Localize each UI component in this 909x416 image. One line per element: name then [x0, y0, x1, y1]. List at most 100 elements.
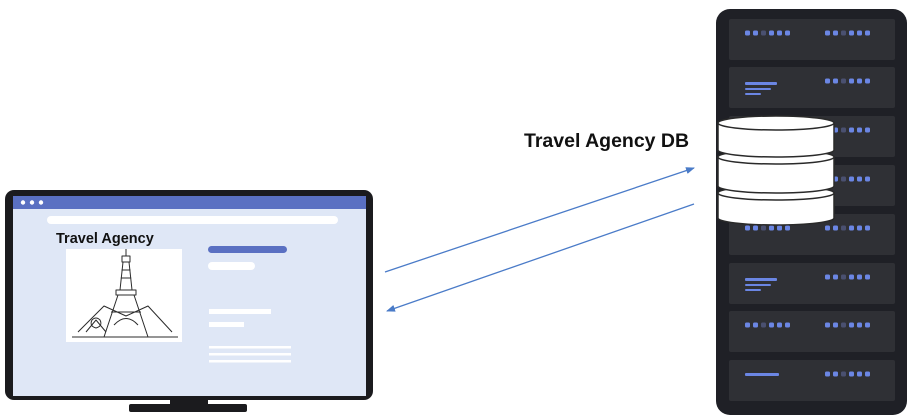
request-arrow: [384, 167, 695, 273]
server-slot: [729, 67, 895, 108]
server-led: [769, 322, 774, 328]
client-monitor: [5, 190, 373, 412]
server-led: [849, 322, 854, 328]
server-led: [865, 30, 870, 36]
server-led: [841, 30, 846, 36]
server-led: [769, 225, 774, 231]
server-led: [833, 225, 838, 231]
server-led: [777, 322, 782, 328]
server-led: [865, 274, 870, 280]
server-led: [841, 322, 846, 328]
server-led: [857, 78, 862, 84]
server-label-line: [745, 93, 761, 95]
server-led: [865, 127, 870, 133]
server-label-line: [745, 284, 771, 286]
server-led: [857, 127, 862, 133]
server-led: [865, 322, 870, 328]
server-slot: [729, 263, 895, 304]
eiffel-tower-icon: [72, 249, 178, 338]
content-heading-bar: [208, 246, 287, 253]
server-led: [849, 30, 854, 36]
server-led: [849, 371, 854, 377]
server-led: [857, 322, 862, 328]
content-line-2: [209, 322, 244, 327]
monitor-neck: [170, 400, 208, 404]
response-arrow: [386, 203, 695, 312]
server-led: [865, 78, 870, 84]
server-led: [825, 322, 830, 328]
server-led: [769, 30, 774, 36]
window-dot-1: [20, 200, 26, 205]
server-led: [745, 322, 750, 328]
server-led: [841, 78, 846, 84]
db-segment-middle: [717, 156, 835, 194]
content-line-4: [209, 353, 291, 356]
content-line-1: [209, 309, 271, 314]
server-led: [833, 78, 838, 84]
database-cylinder-icon: [717, 115, 835, 226]
db-segment-bottom: [717, 192, 835, 226]
server-led: [825, 30, 830, 36]
server-led: [825, 225, 830, 231]
server-led: [865, 176, 870, 182]
website-label: Travel Agency: [56, 231, 154, 247]
server-led: [833, 322, 838, 328]
server-led: [753, 30, 758, 36]
db-top-cap: [717, 115, 835, 131]
server-led: [745, 30, 750, 36]
server-led: [857, 274, 862, 280]
server-led: [833, 30, 838, 36]
server-label-line: [745, 88, 771, 90]
server-led: [753, 225, 758, 231]
content-subheading-bar: [208, 262, 255, 270]
content-line-3: [209, 346, 291, 349]
server-led: [841, 371, 846, 377]
server-led: [761, 322, 766, 328]
monitor-screen: [13, 196, 366, 396]
server-led: [841, 225, 846, 231]
window-dot-3: [38, 200, 44, 205]
server-led: [841, 274, 846, 280]
server-led: [849, 274, 854, 280]
server-slots: [729, 19, 895, 401]
server-led: [833, 371, 838, 377]
server-label-line: [745, 289, 761, 291]
server-led: [761, 30, 766, 36]
server-led: [849, 78, 854, 84]
server-led: [849, 225, 854, 231]
server-led: [777, 225, 782, 231]
db-segment-top: [717, 122, 835, 158]
server-led: [865, 371, 870, 377]
address-bar: [47, 216, 338, 224]
server-led: [833, 274, 838, 280]
database-label: Travel Agency DB: [524, 130, 690, 152]
server-led: [825, 78, 830, 84]
server-led: [761, 225, 766, 231]
monitor-stand-base: [129, 404, 247, 412]
server-slot: [729, 311, 895, 352]
window-dot-2: [29, 200, 35, 205]
server-led: [865, 225, 870, 231]
server-led: [777, 30, 782, 36]
server-led: [745, 225, 750, 231]
server-led: [841, 176, 846, 182]
server-led: [857, 176, 862, 182]
server-led: [785, 30, 790, 36]
server-label-line: [745, 82, 777, 85]
server-led: [825, 274, 830, 280]
content-line-5: [209, 360, 291, 363]
browser-title-bar: [13, 196, 366, 209]
server-led: [849, 127, 854, 133]
server-led: [753, 322, 758, 328]
server-label-line: [745, 278, 777, 281]
server-led: [857, 225, 862, 231]
server-rack-icon: [716, 9, 907, 415]
server-slot: [729, 360, 895, 401]
server-label-line: [745, 373, 779, 376]
server-led: [841, 127, 846, 133]
server-led: [857, 371, 862, 377]
server-slot: [729, 19, 895, 60]
server-led: [857, 30, 862, 36]
server-led: [849, 176, 854, 182]
